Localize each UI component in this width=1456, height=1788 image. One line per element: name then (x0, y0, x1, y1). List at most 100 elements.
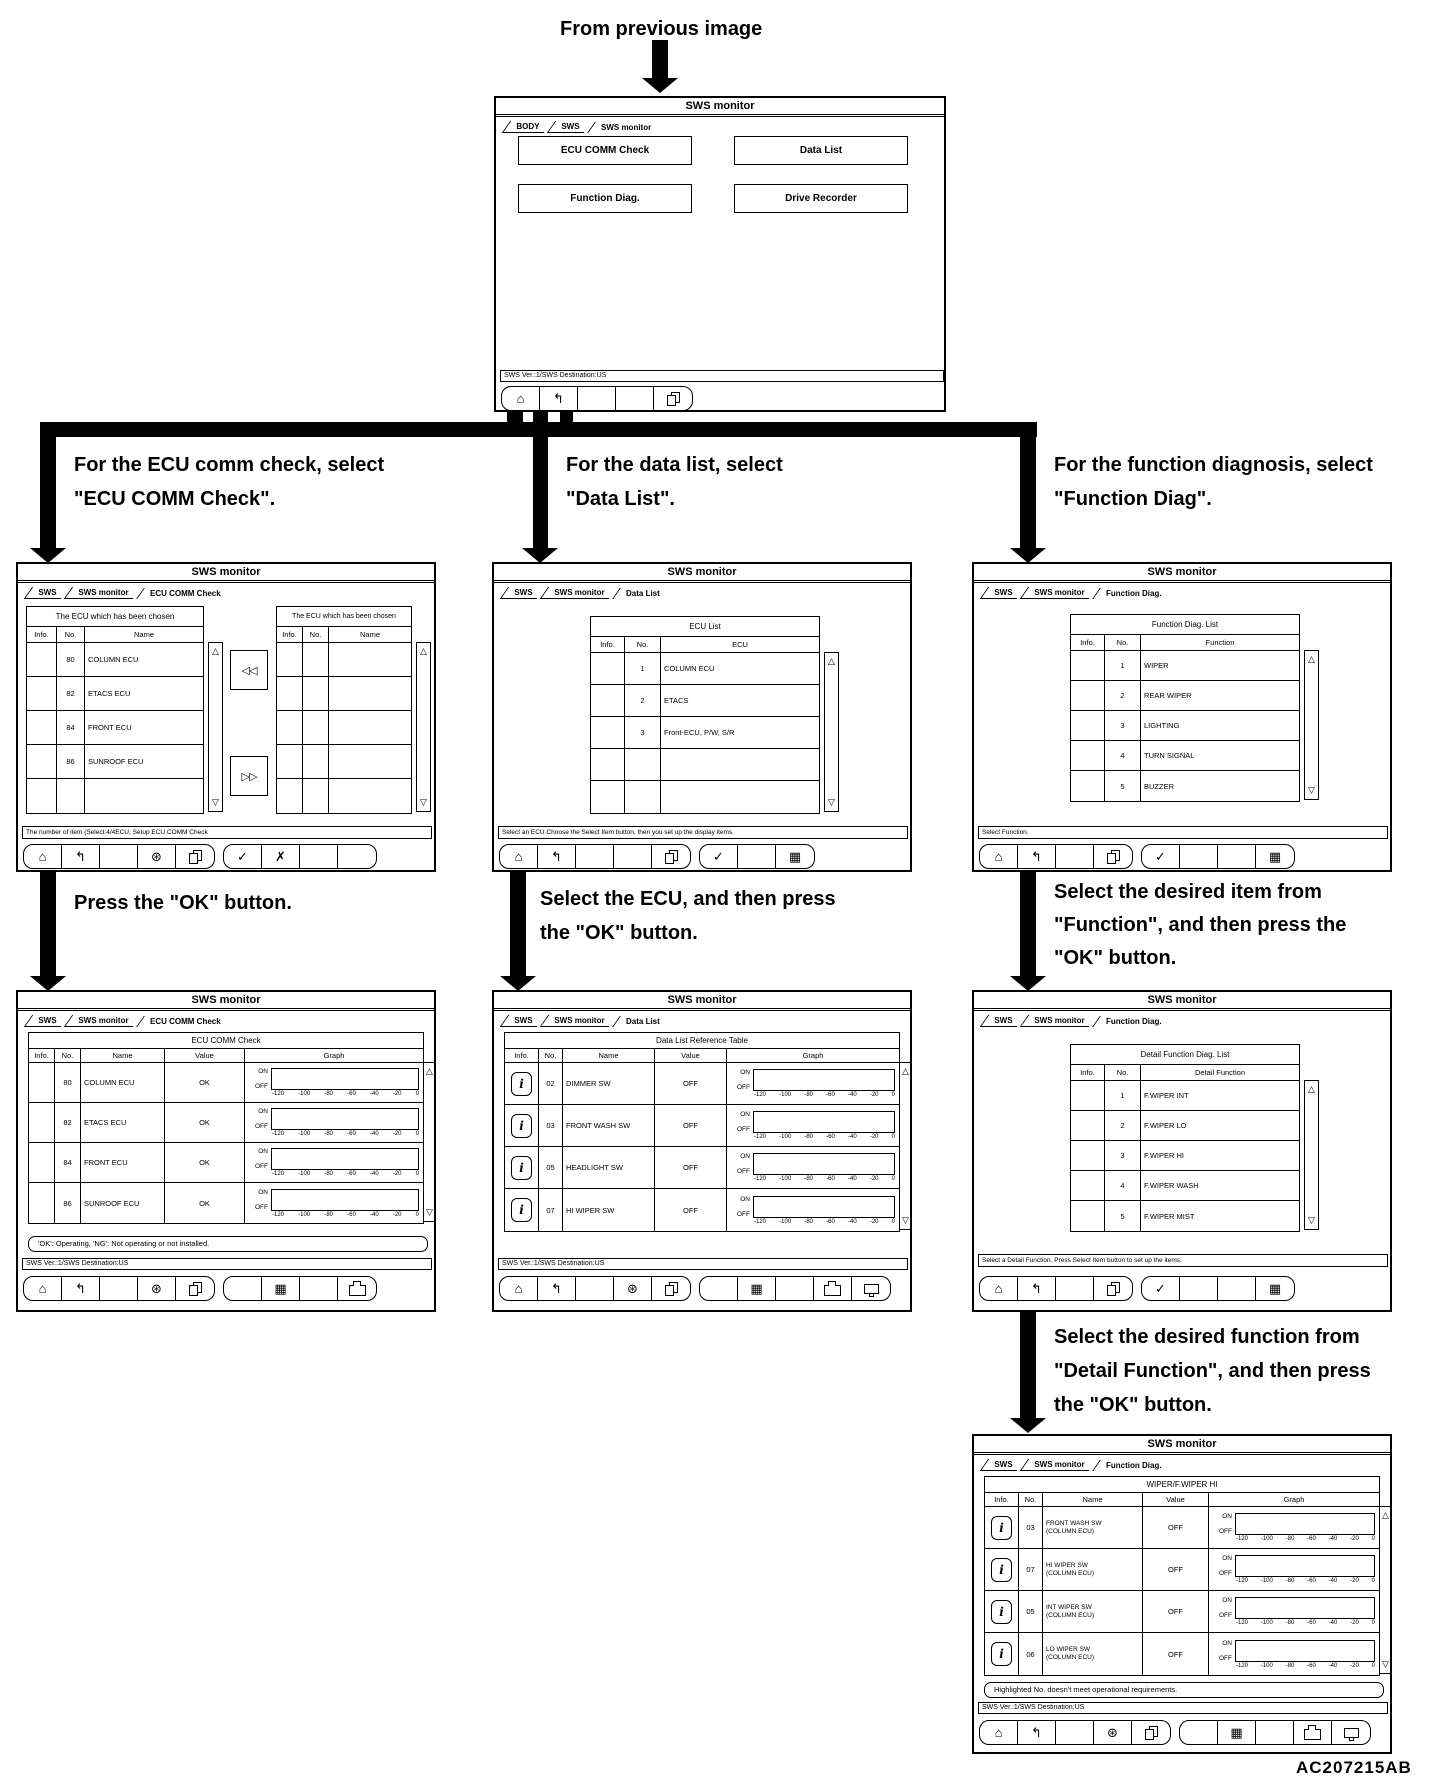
data-list-button[interactable]: Data List (734, 136, 908, 165)
globe-button[interactable]: ⊛ (138, 1277, 176, 1300)
globe-button[interactable]: ⊛ (138, 845, 176, 868)
table-row[interactable] (27, 779, 203, 813)
scroll-down-icon[interactable]: ▽ (828, 797, 835, 807)
print-button[interactable] (1294, 1721, 1332, 1744)
table-row[interactable] (277, 745, 411, 779)
scroll-up-icon[interactable]: △ (420, 646, 427, 656)
select-item-button[interactable]: ▦ (776, 845, 814, 868)
tab-sws-monitor[interactable]: SWS monitor (1020, 587, 1098, 599)
home-button[interactable]: ⌂ (980, 1277, 1018, 1300)
home-button[interactable]: ⌂ (500, 845, 538, 868)
tab-sws-monitor[interactable]: SWS monitor (540, 1015, 618, 1027)
ok-button[interactable]: ✓ (224, 845, 262, 868)
tab-sws-monitor[interactable]: SWS monitor (587, 122, 665, 133)
move-left-button[interactable]: ◁◁ (230, 650, 268, 690)
monitor-button[interactable] (1332, 1721, 1370, 1744)
scroll-up-icon[interactable]: △ (828, 656, 835, 666)
info-button[interactable]: i (991, 1599, 1012, 1624)
scroll-down-icon[interactable]: ▽ (902, 1215, 909, 1225)
scroll-down-icon[interactable]: ▽ (1308, 785, 1315, 795)
info-button[interactable]: i (511, 1113, 532, 1138)
globe-button[interactable]: ⊛ (1094, 1721, 1132, 1744)
back-button[interactable]: ↰ (538, 845, 576, 868)
tab-sws-monitor[interactable]: SWS monitor (1020, 1459, 1098, 1471)
copy-button[interactable] (654, 387, 692, 410)
scroll-up-icon[interactable]: △ (902, 1066, 909, 1076)
copy-button[interactable] (652, 845, 690, 868)
home-button[interactable]: ⌂ (502, 387, 540, 410)
cancel-button[interactable]: ✗ (262, 845, 300, 868)
scroll-down-icon[interactable]: ▽ (1382, 1659, 1389, 1669)
tab-ecu-comm-check[interactable]: ECU COMM Check (136, 1016, 234, 1027)
tab-data-list[interactable]: Data List (612, 1016, 674, 1027)
data-list-view-button[interactable]: ▦ (262, 1277, 300, 1300)
scroll-up-icon[interactable]: △ (212, 646, 219, 656)
scroll-down-icon[interactable]: ▽ (212, 797, 219, 807)
back-button[interactable]: ↰ (538, 1277, 576, 1300)
back-button[interactable]: ↰ (1018, 1721, 1056, 1744)
tab-sws[interactable]: SWS (499, 587, 546, 599)
tab-sws[interactable]: SWS (23, 1015, 70, 1027)
copy-button[interactable] (176, 1277, 214, 1300)
info-button[interactable]: i (511, 1198, 532, 1222)
tab-function-diag[interactable]: Function Diag. (1092, 1016, 1175, 1027)
copy-button[interactable] (1132, 1721, 1170, 1744)
info-button[interactable]: i (991, 1557, 1012, 1582)
table-row[interactable] (277, 779, 411, 813)
scroll-up-icon[interactable]: △ (426, 1066, 433, 1076)
function-diag-button[interactable]: Function Diag. (518, 184, 692, 213)
data-list-view-button[interactable]: ▦ (738, 1277, 776, 1300)
print-button[interactable] (338, 1277, 376, 1300)
monitor-button[interactable] (852, 1277, 890, 1300)
tab-sws-monitor[interactable]: SWS monitor (64, 587, 142, 599)
tab-ecu-comm-check[interactable]: ECU COMM Check (136, 588, 234, 599)
data-list-view-button[interactable]: ▦ (1218, 1721, 1256, 1744)
home-button[interactable]: ⌂ (980, 1721, 1018, 1744)
copy-button[interactable] (1094, 1277, 1132, 1300)
table-row[interactable] (591, 781, 819, 813)
tab-body[interactable]: BODY (501, 121, 553, 133)
select-item-button[interactable]: ▦ (1256, 845, 1294, 868)
tab-function-diag[interactable]: Function Diag. (1092, 1460, 1175, 1471)
scroll-up-icon[interactable]: △ (1308, 1084, 1315, 1094)
info-button[interactable]: i (511, 1155, 532, 1180)
back-button[interactable]: ↰ (1018, 845, 1056, 868)
table-row[interactable] (277, 677, 411, 711)
tab-sws[interactable]: SWS (979, 587, 1026, 599)
move-right-button[interactable]: ▷▷ (230, 756, 268, 796)
ok-button[interactable]: ✓ (700, 845, 738, 868)
info-button[interactable]: i (991, 1642, 1012, 1666)
scroll-down-icon[interactable]: ▽ (426, 1207, 433, 1217)
table-row[interactable] (591, 749, 819, 781)
tab-data-list[interactable]: Data List (612, 588, 674, 599)
copy-button[interactable] (652, 1277, 690, 1300)
home-button[interactable]: ⌂ (500, 1277, 538, 1300)
scroll-down-icon[interactable]: ▽ (420, 797, 427, 807)
tab-sws[interactable]: SWS (23, 587, 70, 599)
back-button[interactable]: ↰ (1018, 1277, 1056, 1300)
tab-sws-monitor[interactable]: SWS monitor (1020, 1015, 1098, 1027)
copy-button[interactable] (1094, 845, 1132, 868)
tab-sws-monitor[interactable]: SWS monitor (540, 587, 618, 599)
ok-button[interactable]: ✓ (1142, 1277, 1180, 1300)
tab-sws[interactable]: SWS (979, 1459, 1026, 1471)
table-row[interactable] (277, 711, 411, 745)
drive-recorder-button[interactable]: Drive Recorder (734, 184, 908, 213)
ecu-comm-check-button[interactable]: ECU COMM Check (518, 136, 692, 165)
select-item-button[interactable]: ▦ (1256, 1277, 1294, 1300)
